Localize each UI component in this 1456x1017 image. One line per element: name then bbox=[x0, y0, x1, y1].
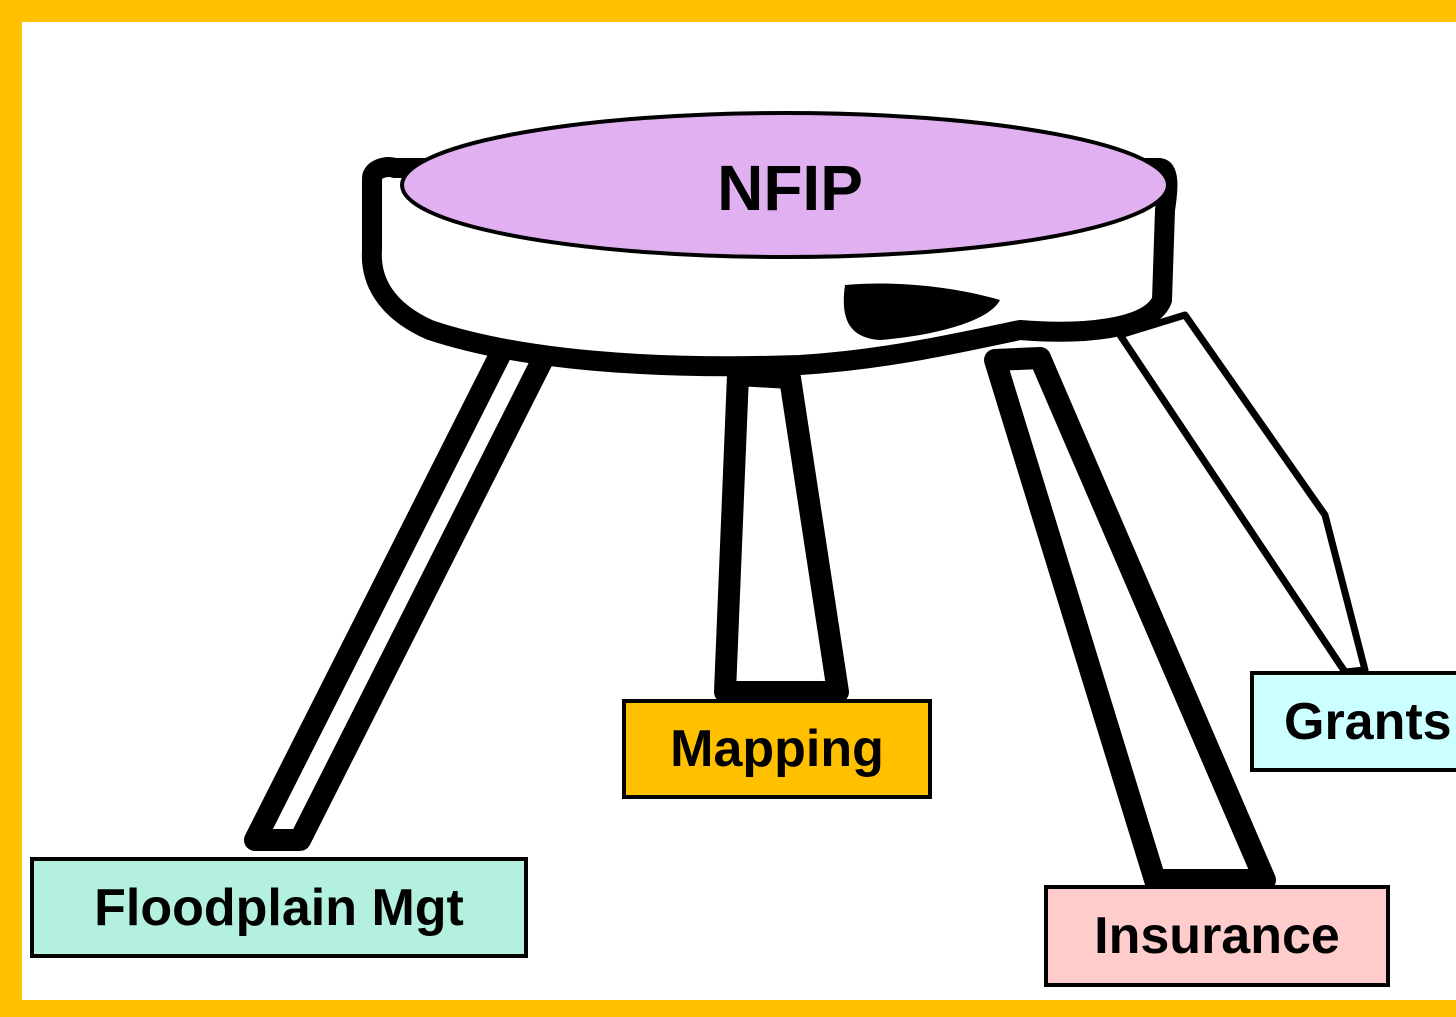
seat-shadow bbox=[843, 283, 1000, 340]
label-mapping: Mapping bbox=[622, 699, 932, 799]
label-floodplain-mgt: Floodplain Mgt bbox=[30, 857, 528, 958]
center-label: NFIP bbox=[717, 152, 863, 224]
label-grants: Grants bbox=[1250, 671, 1456, 772]
leg-mapping bbox=[714, 364, 849, 703]
leg-floodplain bbox=[244, 334, 556, 851]
seat-top: NFIP bbox=[400, 111, 1170, 259]
leg-insurance bbox=[984, 347, 1276, 891]
leg-grants bbox=[1116, 311, 1369, 676]
label-insurance: Insurance bbox=[1044, 885, 1390, 987]
